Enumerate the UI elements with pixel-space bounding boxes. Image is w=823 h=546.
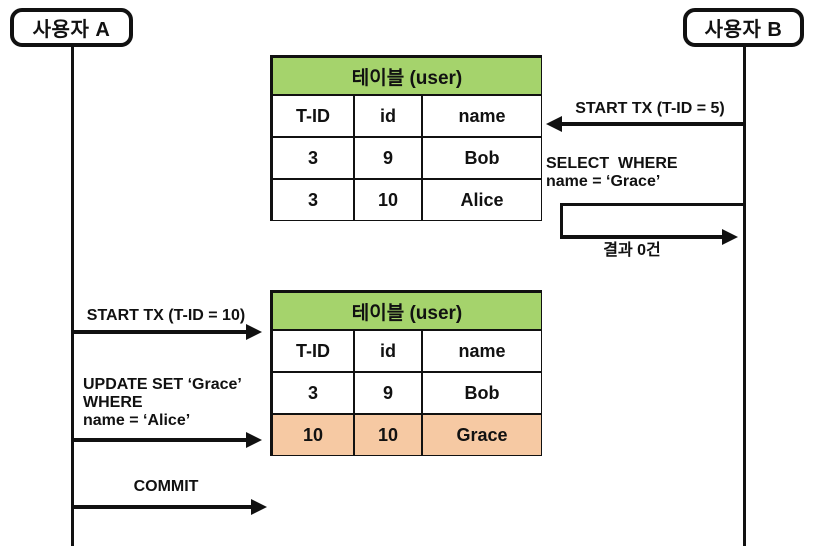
- actor-user-b: 사용자 B: [683, 8, 804, 47]
- table-cell: 3: [273, 180, 353, 220]
- arrow-commit: [73, 505, 253, 509]
- label-update-set: UPDATE SET ‘Grace’ WHERE name = ‘Alice’: [83, 376, 242, 429]
- table-cell: 10: [355, 180, 421, 220]
- arrow-start-tx-b: [552, 122, 745, 126]
- table-title: 테이블 (user): [273, 293, 541, 329]
- column-header: T-ID: [273, 96, 353, 136]
- label-start-tx-a: START TX (T-ID = 10): [86, 307, 246, 324]
- label-result-zero: 결과 0건: [603, 242, 661, 259]
- table-cell-highlighted: 10: [355, 415, 421, 455]
- arrowhead-right-icon: [251, 499, 267, 515]
- column-header: T-ID: [273, 331, 353, 371]
- self-loop-left-segment: [560, 203, 563, 239]
- column-header: name: [423, 331, 541, 371]
- lifeline-user-a: [71, 47, 74, 546]
- table-cell-highlighted: 10: [273, 415, 353, 455]
- arrow-start-tx-a: [73, 330, 248, 334]
- label-start-tx-b: START TX (T-ID = 5): [575, 100, 725, 117]
- lifeline-user-b: [743, 47, 746, 546]
- arrowhead-right-icon: [246, 432, 262, 448]
- label-commit: COMMIT: [133, 478, 199, 495]
- arrowhead-left-icon: [546, 116, 562, 132]
- arrowhead-right-icon: [246, 324, 262, 340]
- table-user-snapshot-1: 테이블 (user) T-ID id name 3 9 Bob 3 10 Ali…: [270, 55, 542, 221]
- table-cell: 3: [273, 373, 353, 413]
- arrow-update: [73, 438, 248, 442]
- table-cell: 3: [273, 138, 353, 178]
- label-select-where: SELECT WHERE name = ‘Grace’: [546, 155, 678, 190]
- self-loop-return-arrow: [560, 235, 723, 239]
- self-loop-top-segment: [560, 203, 745, 206]
- column-header: id: [355, 96, 421, 136]
- table-cell: Bob: [423, 138, 541, 178]
- actor-user-a: 사용자 A: [10, 8, 133, 47]
- table-cell: 9: [355, 373, 421, 413]
- table-cell-highlighted: Grace: [423, 415, 541, 455]
- table-title: 테이블 (user): [273, 58, 541, 94]
- table-cell: 9: [355, 138, 421, 178]
- arrowhead-right-icon: [722, 229, 738, 245]
- table-user-snapshot-2: 테이블 (user) T-ID id name 3 9 Bob 10 10 Gr…: [270, 290, 542, 456]
- table-cell: Alice: [423, 180, 541, 220]
- column-header: name: [423, 96, 541, 136]
- column-header: id: [355, 331, 421, 371]
- table-cell: Bob: [423, 373, 541, 413]
